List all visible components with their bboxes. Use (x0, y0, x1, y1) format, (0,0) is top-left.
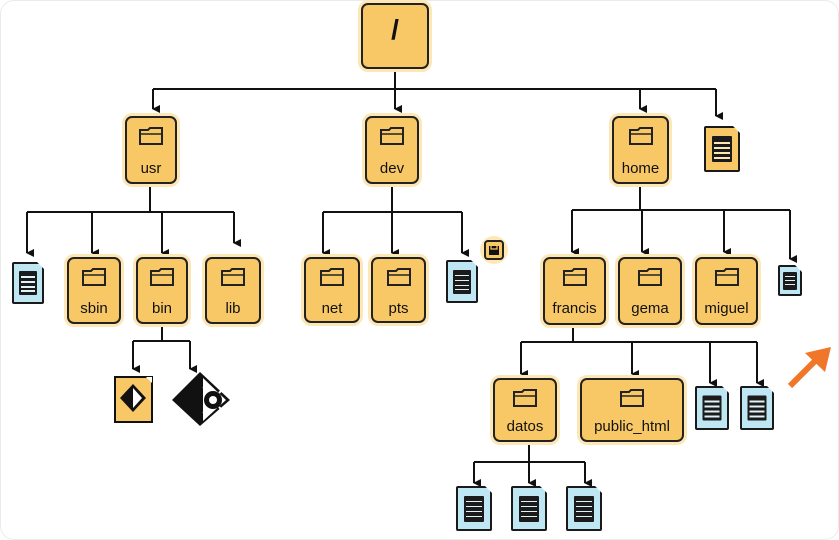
folder-label: miguel (704, 300, 749, 317)
root-file-icon[interactable] (704, 126, 740, 172)
folder-icon (386, 268, 411, 286)
executable-gear-icon (172, 372, 230, 426)
folder-label: lib (225, 300, 241, 317)
folder-label: usr (140, 160, 162, 177)
folder-label: bin (151, 300, 173, 317)
folder-gema[interactable]: gema (618, 257, 682, 325)
folder-icon (638, 268, 662, 286)
folder-sbin[interactable]: sbin (67, 257, 121, 324)
folder-bin[interactable]: bin (136, 257, 188, 324)
folder-icon (150, 268, 174, 286)
folder-public-html[interactable]: public_html (580, 378, 684, 442)
folder-label: datos (506, 418, 544, 435)
device-badge-icon (480, 236, 508, 264)
folder-lib[interactable]: lib (205, 257, 261, 324)
datos-file-icon-3[interactable] (566, 486, 602, 531)
folder-icon (380, 127, 404, 145)
folder-label: francis (552, 300, 597, 317)
datos-file-icon-2[interactable] (511, 486, 547, 531)
folder-icon (628, 127, 653, 145)
home-file-icon[interactable] (778, 265, 802, 296)
folder-francis[interactable]: francis (543, 257, 606, 325)
folder-datos[interactable]: datos (493, 378, 557, 442)
folder-icon (620, 389, 644, 407)
root-label: / (391, 14, 399, 45)
folder-label: dev (379, 160, 405, 177)
folder-icon (221, 268, 245, 286)
folder-miguel[interactable]: miguel (695, 257, 758, 325)
folder-icon (139, 127, 163, 145)
dev-file-icon[interactable] (446, 260, 478, 303)
folder-icon (562, 268, 587, 286)
folder-icon (714, 268, 739, 286)
usr-file-icon[interactable] (12, 262, 44, 304)
folder-home[interactable]: home (612, 116, 669, 184)
datos-file-icon-1[interactable] (456, 486, 492, 531)
orange-arrow-icon (787, 347, 831, 389)
folder-usr[interactable]: usr (125, 116, 177, 184)
francis-file-icon-2[interactable] (740, 386, 774, 430)
folder-icon (320, 268, 344, 286)
folder-label: sbin (80, 300, 108, 317)
folder-pts[interactable]: pts (371, 257, 426, 323)
folder-label: net (321, 300, 343, 317)
folder-label: public_html (594, 418, 670, 435)
folder-label: pts (388, 300, 409, 317)
folder-icon (82, 268, 106, 286)
root-directory-node[interactable]: / (361, 3, 429, 69)
folder-label: gema (631, 300, 669, 317)
folder-icon (513, 389, 537, 407)
binary-file-icon (114, 376, 153, 423)
folder-label: home (621, 160, 660, 177)
folder-net[interactable]: net (304, 257, 360, 323)
folder-dev[interactable]: dev (365, 116, 419, 184)
francis-file-icon-1[interactable] (695, 386, 729, 430)
